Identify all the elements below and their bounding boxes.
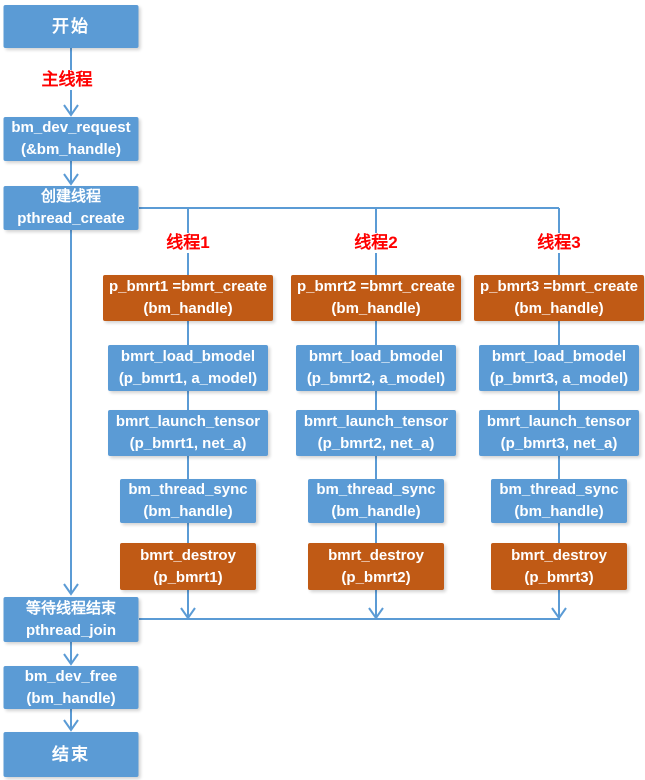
- thread-column-lines: [187, 321, 560, 617]
- thread1-bmrt-create-node: p_bmrt1 =bmrt_create (bm_handle): [103, 275, 273, 321]
- arrow-down-icon: [551, 607, 567, 620]
- arrow-down-icon: [368, 607, 384, 620]
- thread2-thread-sync-node: bm_thread_sync (bm_handle): [308, 479, 444, 523]
- thread2-bmrt-create-node: p_bmrt2 =bmrt_create (bm_handle): [291, 275, 461, 321]
- node-line: (bm_handle): [331, 503, 421, 520]
- arrow-down-icon: [180, 607, 196, 620]
- node-line: (p_bmrt3, a_model): [489, 370, 629, 387]
- join-node: 等待线程结束 pthread_join: [3, 597, 139, 642]
- node-line: 结束: [52, 744, 90, 764]
- node-line: bm_dev_free: [24, 667, 118, 685]
- node-line: (bm_handle): [331, 300, 421, 317]
- node-line: bmrt_destroy: [140, 546, 236, 564]
- node-line: p_bmrt3 =bmrt_create: [480, 278, 638, 295]
- node-line: (p_bmrt3, net_a): [500, 435, 618, 452]
- arrow-down-icon: [63, 104, 79, 117]
- arrow-down-icon: [63, 653, 79, 666]
- thread3-bmrt-create-node: p_bmrt3 =bmrt_create (bm_handle): [474, 275, 644, 321]
- thread2-bmrt-destroy-node: bmrt_destroy (p_bmrt2): [308, 543, 444, 590]
- node-line: 等待线程结束: [25, 599, 116, 617]
- start-node: 开始: [3, 5, 139, 48]
- node-line: bmrt_load_bmodel: [491, 348, 627, 365]
- node-line: (p_bmrt1): [153, 568, 223, 586]
- thread2-label: 线程2: [351, 233, 401, 253]
- node-line: (p_bmrt2): [341, 568, 411, 586]
- thread1-label: 线程1: [163, 233, 213, 253]
- thread2-load-bmodel-node: bmrt_load_bmodel (p_bmrt2, a_model): [296, 345, 456, 391]
- node-line: (bm_handle): [514, 300, 604, 317]
- create-thread-node: 创建线程 pthread_create: [3, 186, 139, 230]
- node-line: bmrt_launch_tensor: [115, 413, 261, 430]
- node-line: bmrt_launch_tensor: [303, 413, 449, 430]
- node-line: (bm_handle): [143, 503, 233, 520]
- node-line: bmrt_launch_tensor: [486, 413, 632, 430]
- thread3-launch-tensor-node: bmrt_launch_tensor (p_bmrt3, net_a): [479, 410, 639, 456]
- node-line: (bm_handle): [26, 689, 116, 707]
- node-line: (p_bmrt2, a_model): [306, 370, 446, 387]
- node-line: (bm_handle): [143, 300, 233, 317]
- thread3-load-bmodel-node: bmrt_load_bmodel (p_bmrt3, a_model): [479, 345, 639, 391]
- node-line: 开始: [52, 16, 90, 36]
- node-line: 创建线程: [40, 188, 101, 205]
- arrow-down-icon: [63, 719, 79, 732]
- node-line: (p_bmrt2, net_a): [317, 435, 435, 452]
- node-line: (p_bmrt3): [524, 568, 594, 586]
- main-thread-label: 主线程: [38, 70, 96, 90]
- node-line: pthread_join: [25, 621, 116, 639]
- node-line: bm_thread_sync: [316, 481, 436, 498]
- node-line: (p_bmrt1, a_model): [118, 370, 258, 387]
- node-line: (&bm_handle): [20, 141, 121, 158]
- arrow-heads: [63, 104, 567, 732]
- thread3-label: 线程3: [534, 233, 584, 253]
- thread2-launch-tensor-node: bmrt_launch_tensor (p_bmrt2, net_a): [296, 410, 456, 456]
- arrow-down-icon: [63, 173, 79, 186]
- node-line: (bm_handle): [514, 503, 604, 520]
- node-line: bm_thread_sync: [499, 481, 619, 498]
- thread1-bmrt-destroy-node: bmrt_destroy (p_bmrt1): [120, 543, 256, 590]
- node-line: pthread_create: [17, 210, 125, 227]
- thread3-bmrt-destroy-node: bmrt_destroy (p_bmrt3): [491, 543, 627, 590]
- node-line: bmrt_destroy: [511, 546, 607, 564]
- node-line: bm_thread_sync: [128, 481, 248, 498]
- node-line: p_bmrt1 =bmrt_create: [109, 278, 267, 295]
- thread3-thread-sync-node: bm_thread_sync (bm_handle): [491, 479, 627, 523]
- thread1-launch-tensor-node: bmrt_launch_tensor (p_bmrt1, net_a): [108, 410, 268, 456]
- arrow-down-icon: [63, 583, 79, 596]
- thread1-load-bmodel-node: bmrt_load_bmodel (p_bmrt1, a_model): [108, 345, 268, 391]
- end-node: 结束: [3, 732, 139, 777]
- node-line: bmrt_load_bmodel: [120, 348, 256, 365]
- node-line: bmrt_load_bmodel: [308, 348, 444, 365]
- node-line: bm_dev_request: [11, 119, 131, 136]
- dev-free-node: bm_dev_free (bm_handle): [3, 666, 139, 709]
- node-line: (p_bmrt1, net_a): [129, 435, 247, 452]
- dev-request-node: bm_dev_request (&bm_handle): [3, 117, 139, 161]
- node-line: p_bmrt2 =bmrt_create: [297, 278, 455, 295]
- thread1-thread-sync-node: bm_thread_sync (bm_handle): [120, 479, 256, 523]
- node-line: bmrt_destroy: [328, 546, 424, 564]
